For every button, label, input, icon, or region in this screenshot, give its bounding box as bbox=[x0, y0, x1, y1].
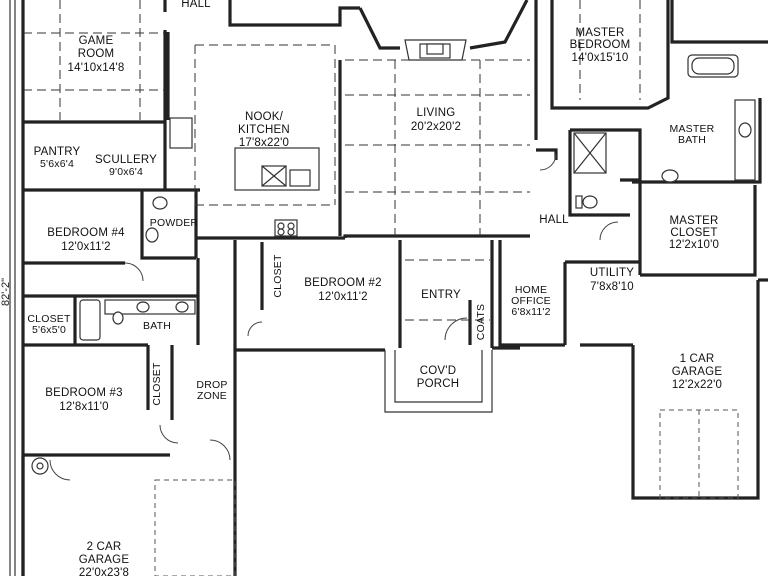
room-label-closet-b3: CLOSET bbox=[151, 362, 163, 406]
room-label-master-bedroom-line2: BEDROOM bbox=[570, 39, 631, 51]
room-label-nook: NOOK/ bbox=[245, 111, 284, 123]
doors bbox=[49, 153, 619, 481]
room-label-closet-small-size: 5'6x5'0 bbox=[32, 324, 66, 336]
room-label-bedroom4-size: 12'0x11'2 bbox=[61, 241, 110, 253]
room-label-master-bath-line2: BATH bbox=[678, 134, 706, 146]
room-label-coats: COATS bbox=[475, 304, 487, 340]
range-icon bbox=[274, 219, 298, 237]
room-label-scullery-size: 9'0x6'4 bbox=[109, 166, 143, 178]
room-label-kitchen: KITCHEN bbox=[238, 124, 290, 136]
room-label-bedroom2-size: 12'0x11'2 bbox=[318, 291, 367, 303]
room-label-entry: ENTRY bbox=[421, 289, 461, 301]
room-label-garage1-line2: GARAGE bbox=[672, 366, 723, 378]
room-label-game-room-line2: ROOM bbox=[78, 48, 115, 60]
room-label-living: LIVING bbox=[417, 107, 456, 119]
room-label-game-room-line1: GAME bbox=[79, 35, 114, 47]
room-label-garage2-line1: 2 CAR bbox=[87, 541, 122, 553]
room-label-pantry-size: 5'6x6'4 bbox=[40, 158, 74, 170]
room-label-bedroom2: BEDROOM #2 bbox=[304, 277, 381, 289]
room-label-bedroom3-size: 12'8x11'0 bbox=[59, 401, 108, 413]
room-label-master-bath-line1: MASTER bbox=[670, 123, 715, 135]
room-label-home-office-line2: OFFICE bbox=[511, 295, 551, 307]
fixtures bbox=[31, 39, 756, 475]
room-label-hall-top: HALL bbox=[181, 0, 211, 10]
room-label-covd-porch-line1: COV'D bbox=[420, 365, 456, 377]
overall-depth-label: 82'-2" bbox=[0, 278, 12, 306]
room-label-drop-zone-line1: DROP bbox=[196, 379, 227, 391]
room-label-game-room-size: 14'10x14'8 bbox=[68, 62, 125, 74]
bathtub-icon bbox=[687, 54, 739, 78]
room-label-master-closet-size: 12'2x10'0 bbox=[669, 239, 719, 251]
refrigerator bbox=[169, 117, 193, 149]
room-label-living-size: 20'2x20'2 bbox=[411, 121, 461, 133]
room-label-closet-vertical: CLOSET bbox=[272, 254, 284, 298]
room-label-home-office-size: 6'8x11'2 bbox=[511, 306, 550, 318]
room-label-home-office-line1: HOME bbox=[515, 284, 547, 296]
fireplace-icon bbox=[404, 39, 467, 61]
room-label-master-closet-line2: CLOSET bbox=[670, 227, 717, 239]
room-label-utility-size: 7'8x8'10 bbox=[590, 281, 634, 293]
room-label-covd-porch-line2: PORCH bbox=[417, 378, 460, 390]
room-label-garage1-size: 12'2x22'0 bbox=[672, 379, 722, 391]
toilet-icon bbox=[582, 195, 598, 209]
room-label-hall: HALL bbox=[539, 214, 569, 226]
room-label-garage2-size: 22'0x23'8 bbox=[79, 567, 129, 576]
room-label-bedroom3: BEDROOM #3 bbox=[45, 387, 122, 399]
hall-bathtub bbox=[79, 299, 101, 341]
walls bbox=[21, 0, 768, 576]
room-label-pantry: PANTRY bbox=[34, 146, 81, 158]
room-label-master-bedroom-line1: MASTER bbox=[575, 27, 624, 39]
room-label-garage2-line2: GARAGE bbox=[79, 554, 130, 566]
room-label-bath: BATH bbox=[143, 320, 171, 332]
room-label-utility: UTILITY bbox=[590, 267, 634, 279]
room-label-master-bedroom-size: 14'0x15'10 bbox=[572, 52, 629, 64]
room-label-closet-small: CLOSET bbox=[27, 313, 71, 325]
room-label-scullery: SCULLERY bbox=[95, 154, 157, 166]
room-label-drop-zone-line2: ZONE bbox=[197, 390, 227, 402]
room-labels: HALL GAME ROOM 14'10x14'8 PANTRY 5'6x6'4… bbox=[27, 0, 722, 576]
room-label-powder: POWDER bbox=[150, 217, 199, 229]
dimension-line: 82'-2" bbox=[0, 0, 16, 576]
room-label-kitchen-size: 17'8x22'0 bbox=[239, 137, 289, 149]
room-label-master-closet-line1: MASTER bbox=[669, 215, 718, 227]
room-label-garage1-line1: 1 CAR bbox=[680, 353, 715, 365]
room-label-bedroom4: BEDROOM #4 bbox=[47, 227, 125, 239]
